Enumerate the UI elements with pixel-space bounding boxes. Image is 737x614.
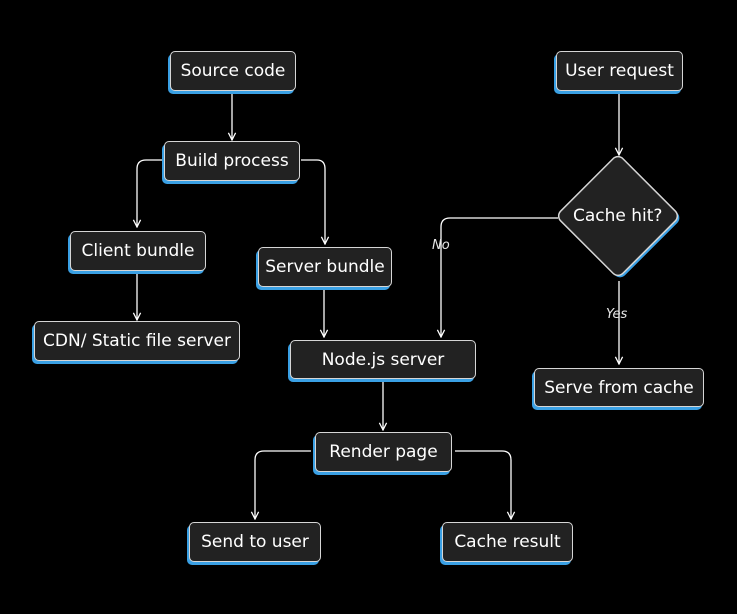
send-to-user-label: Send to user (201, 532, 309, 552)
edge-label-no: No (432, 238, 450, 253)
nodejs-server-node: Node.js server (290, 340, 476, 379)
cache-hit-label: Cache hit? (573, 206, 663, 226)
build-process-label: Build process (175, 151, 289, 171)
edge-render-to-cache-result (455, 450, 511, 519)
edge-label-yes: Yes (606, 307, 628, 322)
client-bundle-label: Client bundle (81, 241, 195, 261)
send-to-user-node: Send to user (189, 522, 321, 562)
build-process-node: Build process (164, 141, 300, 181)
source-code-node: Source code (170, 51, 296, 91)
user-request-node: User request (556, 51, 683, 91)
serve-from-cache-label: Serve from cache (544, 377, 694, 398)
edge-build-to-client (137, 159, 163, 227)
render-page-label: Render page (329, 442, 438, 462)
cache-hit-decision-shape (557, 155, 680, 278)
edge-build-to-server-bundle (301, 159, 325, 244)
render-page-node: Render page (315, 432, 452, 472)
edge-decision-no (441, 217, 558, 337)
client-bundle-node: Client bundle (70, 231, 206, 271)
nodejs-server-label: Node.js server (321, 349, 445, 370)
server-bundle-node: Server bundle (258, 247, 392, 287)
user-request-label: User request (565, 61, 674, 81)
source-code-label: Source code (180, 61, 286, 81)
server-bundle-label: Server bundle (265, 257, 385, 277)
cdn-static-server-node: CDN/ Static file server (34, 321, 240, 361)
cache-result-label: Cache result (454, 532, 561, 552)
cdn-static-server-label: CDN/ Static file server (43, 331, 231, 351)
edge-render-to-send (255, 450, 311, 519)
cache-result-node: Cache result (442, 522, 573, 562)
serve-from-cache-node: Serve from cache (534, 368, 704, 407)
